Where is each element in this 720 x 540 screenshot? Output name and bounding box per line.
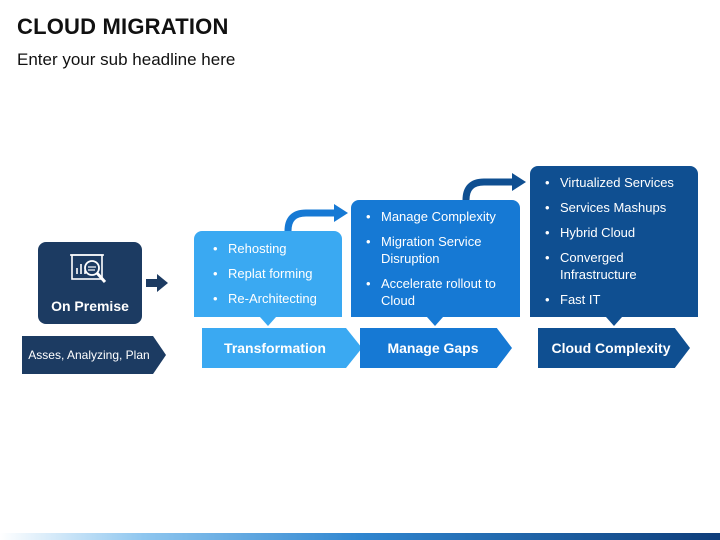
cloud-complexity-box: Virtualized Services Services Mashups Hy… xyxy=(530,166,698,317)
on-premise-box: On Premise xyxy=(38,242,142,324)
box-pointer xyxy=(606,317,622,326)
box-pointer xyxy=(260,317,276,326)
step-label-on-premise: Asses, Analyzing, Plan xyxy=(22,336,166,374)
manage-gaps-box: Manage Complexity Migration Service Disr… xyxy=(351,200,520,317)
list-item: Migration Service Disruption xyxy=(363,233,512,267)
bullet-list: Manage Complexity Migration Service Disr… xyxy=(363,208,512,309)
list-item: Virtualized Services xyxy=(542,174,690,191)
bullet-list: Rehosting Replat forming Re-Architecting xyxy=(210,240,332,307)
list-item: Replat forming xyxy=(210,265,332,282)
step-label-manage-gaps: Manage Gaps xyxy=(360,328,512,368)
right-arrow-icon xyxy=(146,274,168,292)
list-item: Manage Complexity xyxy=(363,208,512,225)
on-premise-label: On Premise xyxy=(51,298,129,314)
presentation-analysis-icon xyxy=(70,254,107,283)
curved-arrow-icon xyxy=(284,209,336,232)
list-item: Fast IT xyxy=(542,291,690,308)
step-label-transformation: Transformation xyxy=(202,328,362,368)
arrowhead-icon xyxy=(512,173,526,191)
list-item: Re-Architecting xyxy=(210,290,332,307)
list-item: Services Mashups xyxy=(542,199,690,216)
curved-arrow-icon xyxy=(462,178,514,201)
list-item: Accelerate rollout to Cloud xyxy=(363,275,512,309)
step-label-cloud-complexity: Cloud Complexity xyxy=(538,328,690,368)
list-item: Hybrid Cloud xyxy=(542,224,690,241)
list-item: Converged Infrastructure xyxy=(542,249,690,283)
list-item: Rehosting xyxy=(210,240,332,257)
transformation-box: Rehosting Replat forming Re-Architecting xyxy=(194,231,342,317)
page-title: CLOUD MIGRATION xyxy=(17,14,229,39)
box-pointer xyxy=(427,317,443,326)
bullet-list: Virtualized Services Services Mashups Hy… xyxy=(542,174,690,308)
footer-gradient-bar xyxy=(0,533,720,540)
arrowhead-icon xyxy=(334,204,348,222)
page-subtitle: Enter your sub headline here xyxy=(17,50,236,69)
